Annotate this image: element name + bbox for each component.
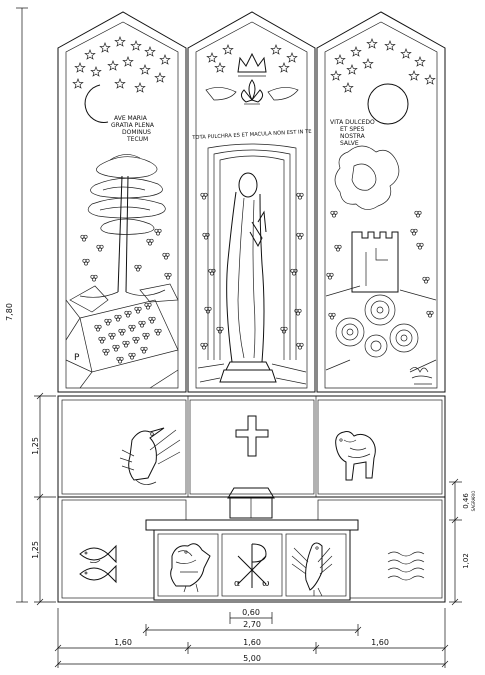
crescent-moon-icon bbox=[84, 84, 109, 123]
dim-total-height: 7,80 bbox=[5, 303, 14, 321]
flower-garden bbox=[65, 283, 179, 389]
tower-icon bbox=[351, 231, 399, 293]
signature-icon bbox=[409, 367, 433, 385]
left-panel: AVE MARIA GRATIA PLENA DOMINUS TECUM bbox=[65, 36, 179, 389]
center-inscription: TOTA PULCHRA ES ET MACULA NON EST IN TE bbox=[191, 129, 312, 141]
virgin-mary-figure bbox=[219, 172, 277, 383]
dim-total-width: 5,00 bbox=[243, 654, 261, 663]
star-field-left bbox=[72, 36, 171, 93]
center-panel-outline bbox=[187, 11, 316, 393]
svg-text:α: α bbox=[234, 579, 240, 589]
ribbon-left bbox=[205, 87, 237, 101]
ribbon-right bbox=[267, 87, 299, 101]
right-inscription-line-4: SALVE bbox=[340, 140, 359, 147]
pelican-icon bbox=[119, 427, 181, 485]
upper-panels bbox=[57, 11, 446, 393]
dim-altar-height: 1,02 bbox=[462, 553, 470, 569]
rose-bush-icon bbox=[334, 145, 400, 210]
right-inscription-line-3: NOSTRA bbox=[340, 133, 366, 140]
left-initials: P bbox=[74, 353, 80, 363]
cross-icon bbox=[235, 415, 269, 457]
dim-upper-row-height: 1,25 bbox=[31, 437, 40, 455]
dimension-lines: 7,80 1,25 1,25 0,46 SAGRARIO 1,02 0,60 2… bbox=[5, 7, 476, 668]
lamb-icon bbox=[335, 431, 376, 481]
chi-rho-icon: α ω bbox=[234, 543, 270, 589]
dim-altar-width: 2,70 bbox=[243, 620, 261, 629]
water-waves-icon bbox=[387, 551, 425, 581]
left-inscription-line-3: DOMINUS bbox=[122, 129, 151, 136]
sun-icon bbox=[367, 83, 409, 125]
dim-left-width: 1,60 bbox=[114, 638, 132, 647]
lion-icon bbox=[170, 543, 211, 593]
left-inscription-line-4: TECUM bbox=[126, 136, 148, 143]
dim-lower-row-height: 1,25 bbox=[31, 541, 40, 559]
mandorla-frame bbox=[207, 143, 297, 360]
dim-tabernacle-height: 0,46 bbox=[462, 493, 470, 509]
left-panel-outline bbox=[57, 11, 187, 393]
crown-icon bbox=[237, 52, 267, 77]
star-field-center bbox=[206, 44, 298, 73]
lower-grid bbox=[57, 395, 446, 603]
clover-field-right bbox=[326, 210, 434, 320]
fleur-de-lis-icon bbox=[240, 79, 264, 105]
dim-right-width: 1,60 bbox=[371, 638, 389, 647]
fish-icon bbox=[79, 544, 117, 584]
svg-text:ω: ω bbox=[262, 579, 270, 589]
center-panel: TOTA PULCHRA ES ET MACULA NON EST IN TE bbox=[191, 44, 312, 385]
left-inscription-line-2: GRATIA PLENA bbox=[111, 122, 155, 129]
altar bbox=[145, 519, 359, 601]
right-panel: VITA DULCEDO ET SPES NOSTRA SALVE bbox=[325, 38, 437, 385]
clover-field-center bbox=[200, 192, 304, 350]
left-inscription-line-1: AVE MARIA bbox=[114, 115, 148, 122]
eagle-icon bbox=[291, 542, 333, 597]
roses-icon bbox=[335, 294, 419, 358]
dim-tabernacle-label: SAGRARIO bbox=[471, 491, 476, 512]
dim-center-width: 1,60 bbox=[243, 638, 261, 647]
right-inscription-line-1: VITA DULCEDO bbox=[330, 119, 375, 126]
tree-icon bbox=[79, 154, 166, 298]
star-field-right bbox=[330, 38, 436, 93]
right-panel-outline bbox=[316, 11, 446, 393]
right-inscription-line-2: ET SPES bbox=[340, 126, 365, 133]
dim-tabernacle-width: 0,60 bbox=[242, 608, 260, 617]
